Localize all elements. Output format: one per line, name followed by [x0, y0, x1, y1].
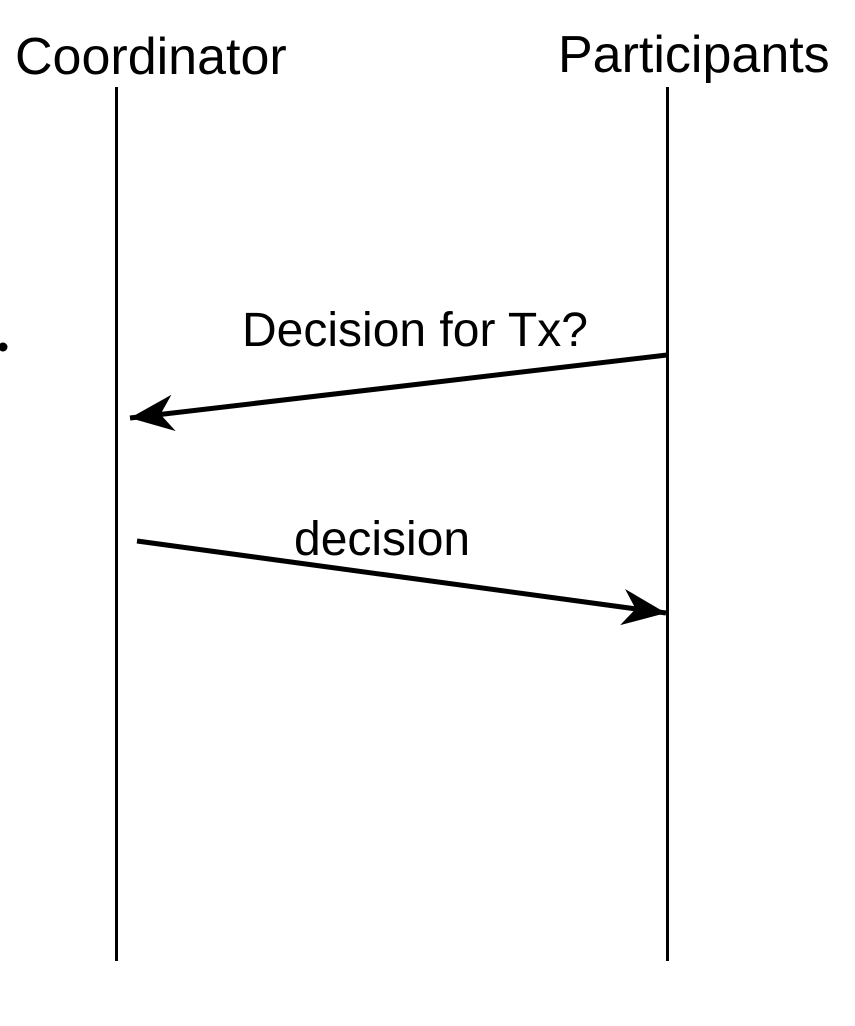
actor-label-coordinator: Coordinator [15, 28, 287, 86]
message-label-decision: decision [294, 513, 471, 566]
actor-label-participants: Participants [558, 26, 830, 84]
stray-dot [0, 342, 8, 352]
message-arrow-decision [136, 538, 667, 626]
message-label-decision-for-tx: Decision for Tx? [242, 304, 588, 357]
message-arrow-decision-for-tx [129, 352, 668, 432]
